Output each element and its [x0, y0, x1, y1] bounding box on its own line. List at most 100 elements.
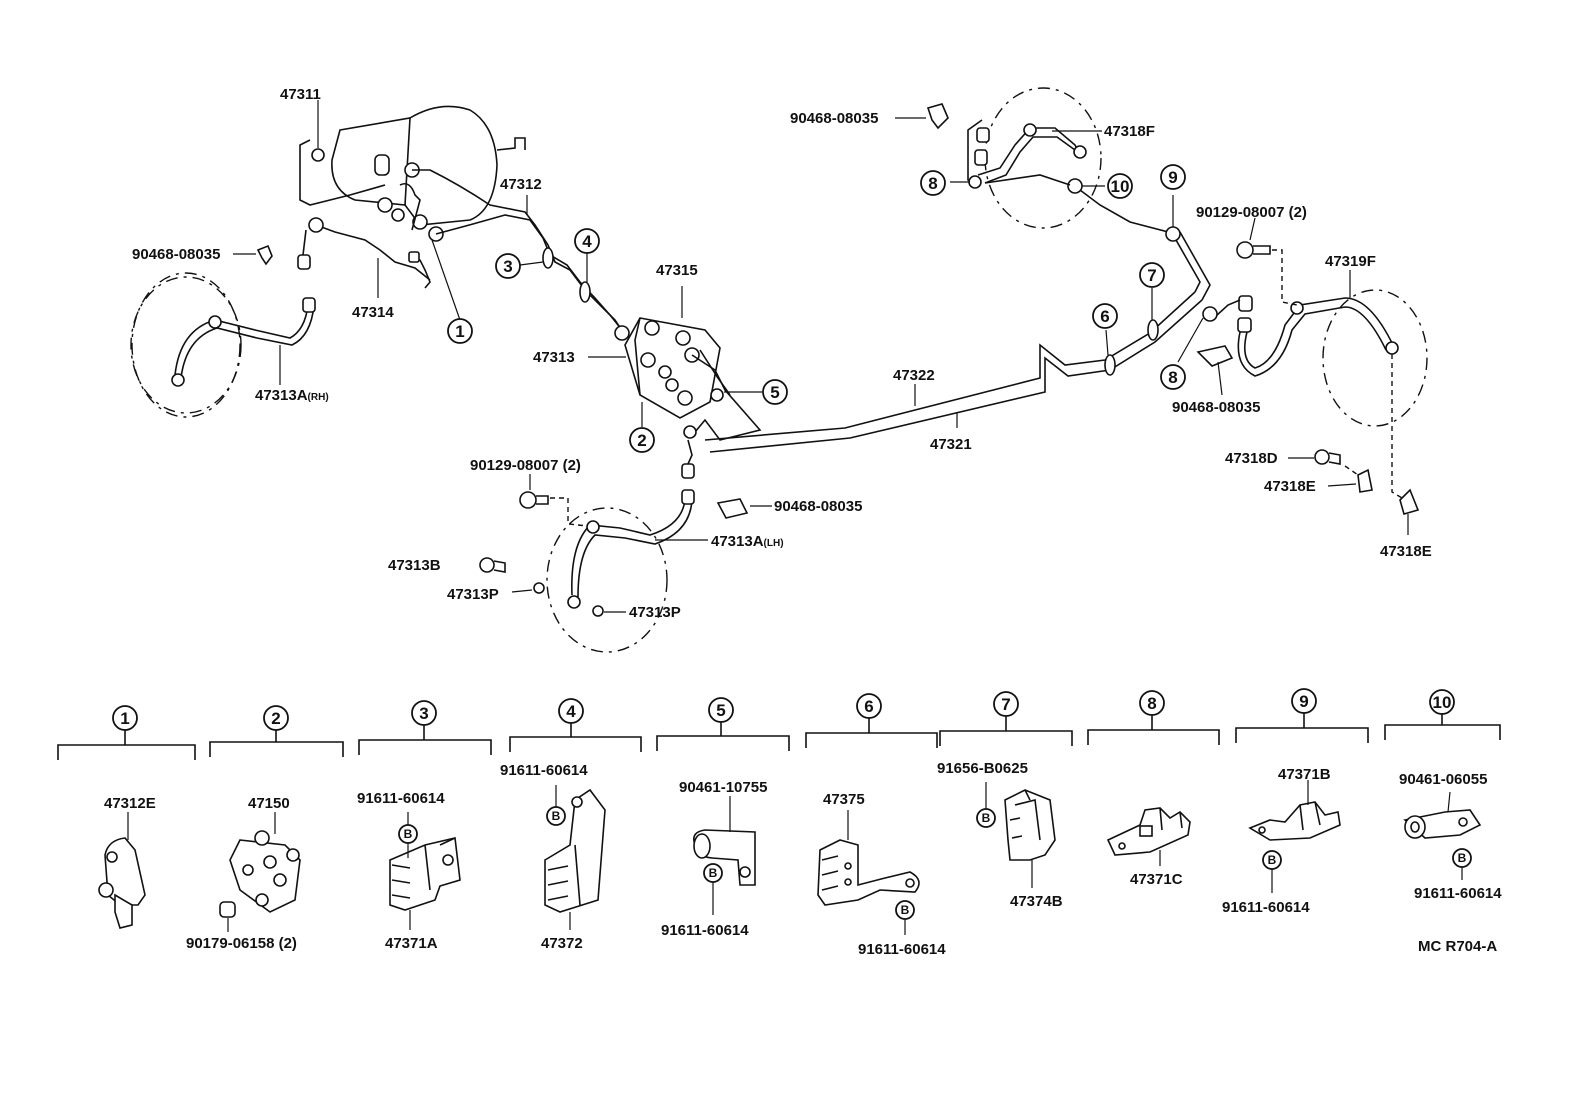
diagram-code: MC R704-A — [1418, 938, 1497, 955]
label-47313A-rh-sub: (RH) — [308, 392, 329, 403]
detail-header-7-text: 7 — [1001, 695, 1010, 714]
proportioning-valve-47315 — [614, 317, 721, 419]
label-47318F: 47318F — [1104, 123, 1155, 140]
label-47318E-a: 47318E — [1264, 478, 1316, 495]
bolt-47313B — [479, 557, 506, 573]
label-90468-b: 90468-08035 — [774, 498, 862, 515]
callout-3-text: 3 — [503, 257, 512, 276]
detail-header-1-text: 1 — [120, 709, 129, 728]
detail-part-47372 — [544, 788, 606, 913]
detail-part-47150 — [219, 812, 301, 932]
detail-bolt-mark-4: B — [546, 785, 566, 826]
detail-label-47371A: 47371A — [385, 935, 438, 952]
front-lh-disc — [546, 507, 668, 653]
detail-header-3: 3 — [358, 700, 492, 755]
front-rh-disc — [131, 272, 241, 418]
detail-label-47371B: 47371B — [1278, 766, 1331, 783]
callout-2-text: 2 — [637, 431, 646, 450]
detail-header-2: 2 — [209, 705, 344, 757]
detail-bolt-mark-4-text: B — [552, 809, 561, 823]
label-47322: 47322 — [893, 367, 935, 384]
label-47311: 47311 — [280, 86, 321, 103]
detail-part-47375 — [817, 839, 920, 906]
detail-bolt-mark-6-text: B — [901, 903, 910, 917]
callout-4: 4 — [574, 228, 600, 254]
label-47313A-rh: 47313A(RH) — [255, 387, 329, 404]
detail-header-2-text: 2 — [271, 709, 280, 728]
detail-bolt-mark-3: B — [398, 812, 418, 858]
label-47313B: 47313B — [388, 557, 441, 574]
detail-part-47371C — [1106, 807, 1191, 856]
detail-label-47312E: 47312E — [104, 795, 156, 812]
bracket-47311 — [299, 100, 386, 206]
detail-header-5-text: 5 — [716, 701, 725, 720]
label-47313P-b: 47313P — [629, 604, 681, 621]
callout-10: 10 — [1107, 173, 1133, 199]
detail-bolt-mark-9: B — [1262, 850, 1282, 893]
detail-label-47374B: 47374B — [1010, 893, 1063, 910]
clip-90468-a — [256, 244, 273, 266]
detail-label-47150: 47150 — [248, 795, 290, 812]
detail-label-91611-6: 91611-60614 — [858, 941, 946, 958]
detail-header-6-text: 6 — [864, 697, 873, 716]
callout-8-top: 8 — [920, 170, 946, 196]
pipe-47321 — [709, 299, 1203, 453]
callout-6: 6 — [1092, 303, 1118, 329]
callout-10-text: 10 — [1111, 177, 1130, 196]
label-47321: 47321 — [930, 436, 972, 453]
detail-part-90461-10755 — [692, 829, 756, 886]
brake-booster-assembly — [331, 105, 526, 242]
callout-3: 3 — [495, 253, 521, 279]
clip-90468-b — [716, 498, 749, 519]
label-90129-b: 90129-08007 (2) — [1196, 204, 1307, 221]
detail-header-4: 4 — [509, 698, 642, 752]
clip-90468-d — [1196, 345, 1234, 367]
callout-1-text: 1 — [455, 322, 464, 341]
label-90129-a: 90129-08007 (2) — [470, 457, 581, 474]
callout-9: 9 — [1160, 164, 1186, 190]
hose-47313A-lh — [571, 499, 686, 596]
callout-7: 7 — [1139, 262, 1165, 288]
rear-right-disc — [1322, 289, 1428, 427]
detail-bolt-mark-7-text: B — [982, 811, 991, 825]
callout-7-text: 7 — [1147, 266, 1156, 285]
detail-header-10: 10 — [1384, 689, 1501, 740]
label-47313A-lh-sub: (LH) — [764, 538, 784, 549]
bolt-90129-b — [1236, 241, 1298, 306]
detail-bolt-mark-6: B — [895, 900, 915, 935]
detail-label-90179: 90179-06158 (2) — [186, 935, 297, 952]
bolt-90129-a — [519, 491, 589, 527]
label-90468-d: 90468-08035 — [1172, 399, 1260, 416]
callout-8-right: 8 — [1160, 364, 1186, 390]
detail-bolt-mark-7: B — [976, 782, 996, 828]
detail-header-6: 6 — [805, 693, 938, 748]
detail-bolt-mark-9-text: B — [1268, 853, 1277, 867]
detail-header-4-text: 4 — [566, 702, 576, 721]
detail-part-90461-06055 — [1403, 809, 1482, 839]
detail-part-47312E — [98, 812, 146, 929]
label-47313A-lh: 47313A(LH) — [711, 533, 784, 550]
rear-upper-disc — [984, 87, 1102, 229]
detail-label-47372: 47372 — [541, 935, 583, 952]
detail-label-47375: 47375 — [823, 791, 865, 808]
detail-bolt-mark-3-text: B — [404, 827, 413, 841]
detail-header-3-text: 3 — [419, 704, 428, 723]
detail-part-47374B — [1004, 789, 1056, 861]
label-47314: 47314 — [352, 304, 394, 321]
detail-bolt-mark-5-text: B — [709, 866, 718, 880]
detail-part-47371B — [1248, 801, 1341, 841]
detail-bolt-mark-10-text: B — [1458, 851, 1467, 865]
label-47313: 47313 — [533, 349, 575, 366]
callout-1: 1 — [447, 318, 473, 344]
pipe-47314 — [315, 224, 431, 281]
detail-header-10-text: 10 — [1433, 693, 1452, 712]
callout-9-text: 9 — [1168, 168, 1177, 187]
callout-5-text: 5 — [770, 383, 779, 402]
label-90468-a: 90468-08035 — [132, 246, 220, 263]
callout-5: 5 — [762, 379, 788, 405]
bolt-47318D — [1314, 449, 1341, 465]
label-47315: 47315 — [656, 262, 698, 279]
pipe-47322 — [704, 291, 1196, 441]
label-47318D: 47318D — [1225, 450, 1278, 467]
detail-header-1: 1 — [57, 705, 196, 760]
